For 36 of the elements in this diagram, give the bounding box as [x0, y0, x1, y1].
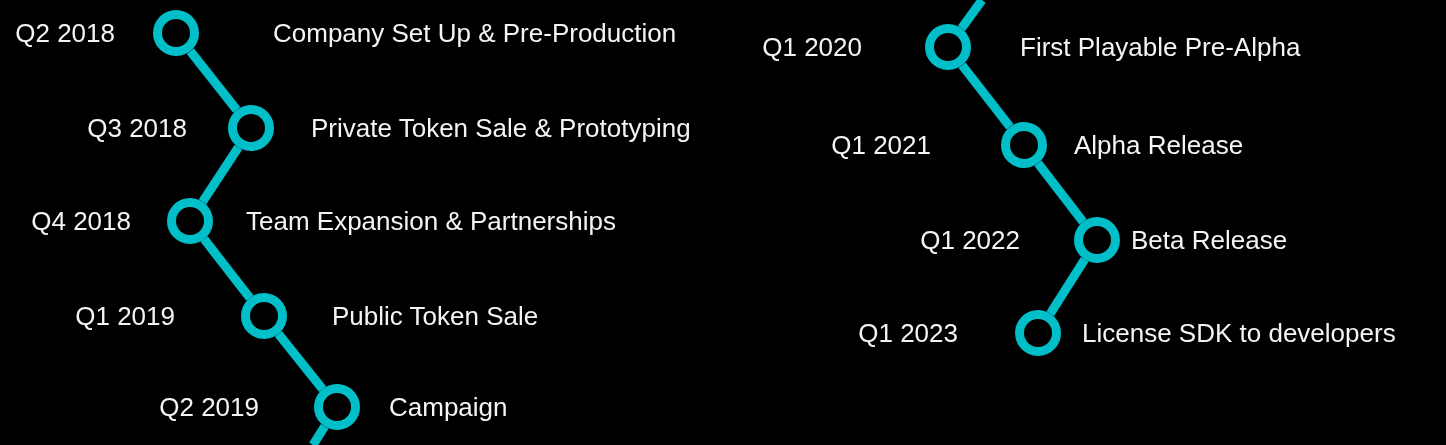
date-label: Q1 2022	[920, 225, 1020, 255]
date-label: Q1 2023	[858, 318, 958, 348]
date-label: Q1 2019	[75, 301, 175, 331]
milestone-label: Team Expansion & Partnerships	[246, 206, 616, 236]
milestone-label: Beta Release	[1131, 225, 1288, 255]
milestone-ring	[925, 24, 971, 70]
timeline-line	[1046, 257, 1089, 316]
timeline-line	[957, 0, 986, 32]
milestone-ring	[167, 198, 213, 244]
milestone-label: Alpha Release	[1074, 130, 1244, 160]
milestone-ring	[228, 105, 274, 151]
milestone-ring	[1001, 122, 1047, 168]
timeline-line	[958, 62, 1014, 130]
milestone-ring	[1074, 217, 1120, 263]
timeline-line	[198, 144, 243, 205]
timeline-line	[274, 331, 327, 392]
timeline-line	[200, 236, 254, 301]
date-label: Q4 2018	[31, 206, 131, 236]
timeline-line	[186, 48, 241, 113]
date-label: Q2 2019	[159, 392, 259, 422]
date-label: Q1 2021	[831, 130, 931, 160]
milestone-ring	[314, 384, 360, 430]
milestone-label: Public Token Sale	[332, 301, 539, 331]
timeline-line	[309, 424, 329, 445]
milestone-label: Private Token Sale & Prototyping	[311, 113, 691, 143]
date-label: Q3 2018	[87, 113, 187, 143]
date-label: Q2 2018	[15, 18, 115, 48]
timeline-line	[1034, 160, 1087, 225]
date-label: Q1 2020	[762, 32, 862, 62]
milestone-ring	[1015, 310, 1061, 356]
milestone-label: Company Set Up & Pre-Production	[273, 18, 677, 48]
milestone-ring	[241, 293, 287, 339]
milestone-ring	[153, 10, 199, 56]
milestone-label: License SDK to developers	[1082, 318, 1396, 348]
milestone-label: Campaign	[389, 392, 508, 422]
milestone-label: First Playable Pre-Alpha	[1020, 32, 1301, 62]
